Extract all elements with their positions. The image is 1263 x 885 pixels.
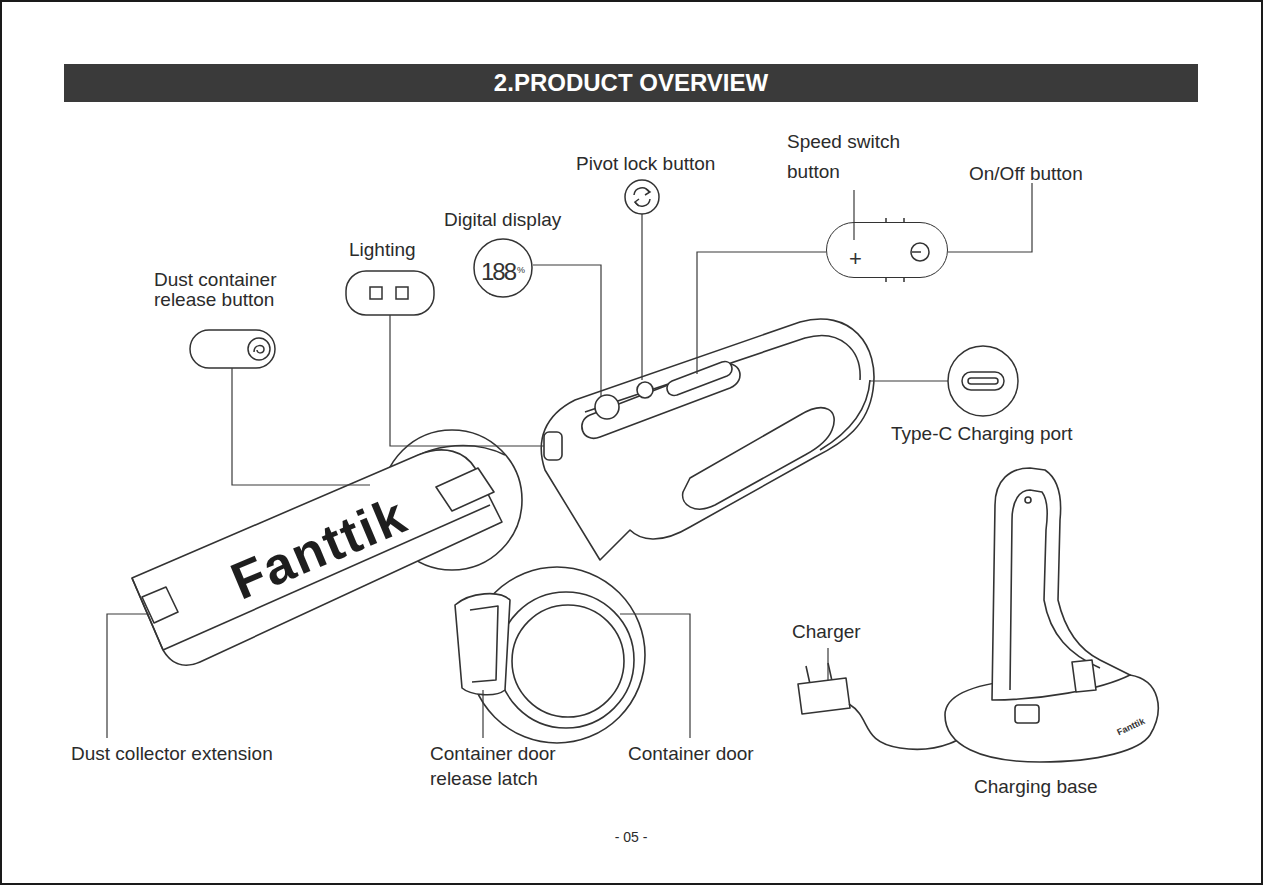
latch-detail xyxy=(470,606,498,682)
pivot-button xyxy=(637,382,653,398)
light-led xyxy=(370,287,382,299)
release-swirl xyxy=(254,346,264,353)
pivot-arrowheads xyxy=(635,189,650,206)
base-port xyxy=(1015,705,1039,723)
page-title: 2.PRODUCT OVERVIEW xyxy=(64,64,1198,102)
pivot-arrows xyxy=(634,188,650,206)
leader-line xyxy=(948,183,1032,252)
speed-onoff-inset: + xyxy=(826,222,948,278)
part-label: Type-C Charging port xyxy=(891,423,1073,445)
release-icon xyxy=(248,338,270,360)
part-label: Digital display xyxy=(444,209,561,231)
title-band xyxy=(64,64,1198,102)
part-insets xyxy=(190,180,1018,416)
speed-symbol: + xyxy=(849,248,862,270)
part-label: On/Off button xyxy=(969,163,1083,185)
light-led xyxy=(396,287,408,299)
door-latch xyxy=(455,594,510,695)
base-contact xyxy=(1072,660,1096,692)
leader-line xyxy=(107,614,150,738)
type-c-socket xyxy=(962,372,1004,390)
power-icon-bar xyxy=(912,251,921,253)
base-hole xyxy=(1025,497,1031,503)
container-door-ring xyxy=(498,592,634,728)
charger-plug xyxy=(798,678,850,714)
display-inset: 188% xyxy=(473,238,533,298)
base-upright xyxy=(992,468,1130,700)
power-icon xyxy=(911,243,929,261)
leader-line xyxy=(697,252,826,374)
body-display xyxy=(595,395,619,419)
inset-circle xyxy=(474,239,532,297)
leader-lines xyxy=(107,183,1032,738)
part-label: Lighting xyxy=(349,239,416,261)
pill-ticks xyxy=(886,218,904,282)
tip-button xyxy=(142,587,178,623)
part-label: Container door xyxy=(628,743,754,765)
leader-line xyxy=(870,380,948,381)
part-label: Charger xyxy=(792,621,861,643)
leader-line xyxy=(827,648,828,680)
vacuum-illustration xyxy=(132,319,874,743)
part-label: Container door release latch xyxy=(430,741,580,791)
display-digits: 188 xyxy=(481,260,515,284)
release-inset xyxy=(190,330,275,368)
pivot-inset xyxy=(625,180,659,214)
container-door xyxy=(512,605,624,717)
type-c-tongue xyxy=(968,378,998,384)
part-label: Pivot lock button xyxy=(576,153,715,175)
part-label: Charging base xyxy=(974,776,1098,798)
body-light xyxy=(544,432,562,460)
leader-line xyxy=(232,368,370,485)
part-label: Speed switch button xyxy=(787,127,912,187)
handle-body xyxy=(541,319,874,560)
leader-line xyxy=(533,265,601,396)
part-label: Dust container release button xyxy=(154,270,294,310)
dust-collector-extension xyxy=(132,450,502,665)
release-button xyxy=(436,468,494,511)
page-number: - 05 - xyxy=(581,826,681,848)
handle-opening xyxy=(683,408,835,509)
display-percent: % xyxy=(517,266,525,275)
leader-line xyxy=(620,614,690,738)
part-label: Dust collector extension xyxy=(71,743,273,765)
leader-line xyxy=(853,190,854,240)
type-c-inset xyxy=(948,346,1018,416)
charger-illustration xyxy=(798,468,1158,762)
lighting-inset xyxy=(346,271,434,315)
leader-line xyxy=(390,315,544,446)
leader-line xyxy=(641,214,642,380)
leader-line xyxy=(482,690,483,738)
handle-edge xyxy=(820,380,870,450)
speed-onoff-buttons xyxy=(667,362,732,396)
